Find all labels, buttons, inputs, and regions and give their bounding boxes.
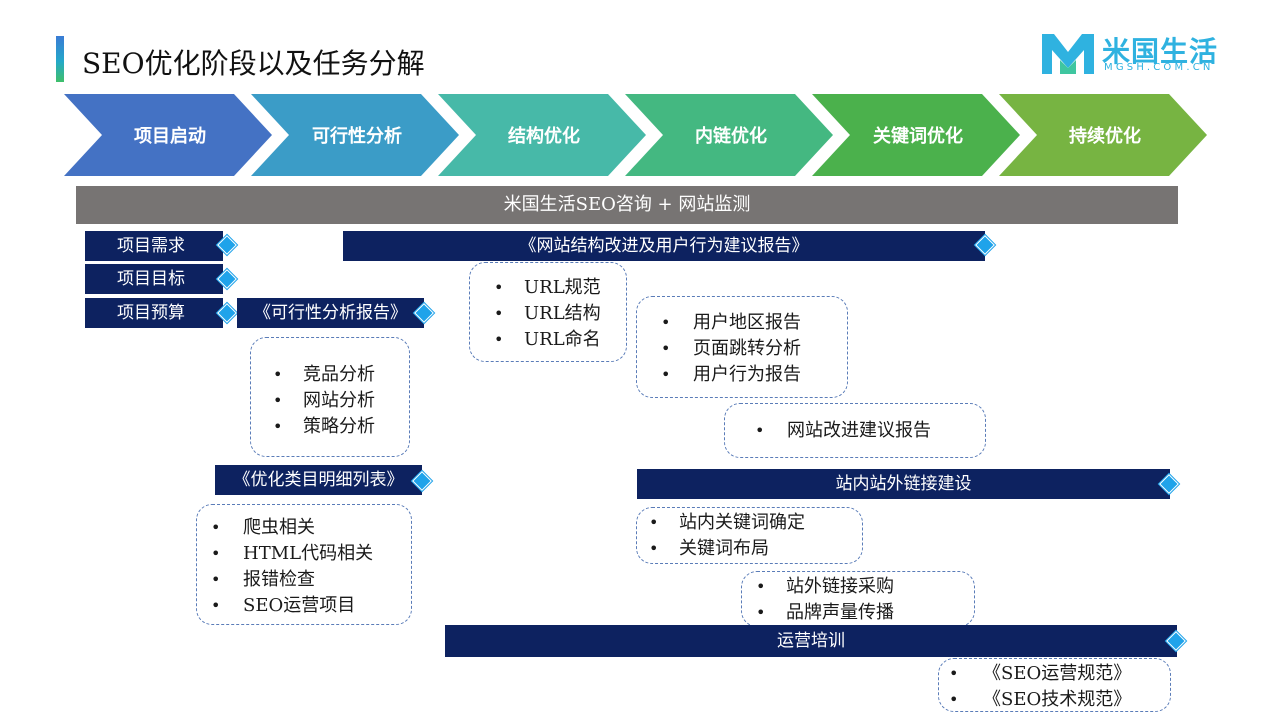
structure-report-bar: 《网站结构改进及用户行为建议报告》 (343, 231, 985, 261)
improvement-report-box: •网站改进建议报告 (724, 403, 986, 458)
external-links-box: •站外链接采购 •品牌声量传播 (741, 571, 975, 627)
phase-label-5: 关键词优化 (873, 126, 963, 147)
list-item: •URL结构 (494, 303, 601, 324)
internal-links-box: •站内关键词确定 •关键词布局 (636, 507, 863, 564)
list-item: •关键词布局 (649, 538, 769, 559)
list-item: •策略分析 (273, 416, 375, 437)
optimization-list-bar: 《优化类目明细列表》 (215, 465, 422, 495)
user-analysis-box: •用户地区报告 •页面跳转分析 •用户行为报告 (636, 296, 848, 398)
consulting-monitoring-bar: 米国生活SEO咨询 + 网站监测 (76, 186, 1178, 224)
list-item: •品牌声量传播 (756, 602, 894, 623)
list-item: •HTML代码相关 (211, 543, 374, 564)
feasibility-report-bar: 《可行性分析报告》 (237, 298, 424, 328)
list-item: •网站改进建议报告 (755, 420, 931, 441)
list-item: •爬虫相关 (211, 517, 315, 538)
list-item: •URL规范 (494, 277, 601, 298)
phase-label-2: 可行性分析 (312, 126, 402, 147)
link-building-bar: 站内站外链接建设 (637, 469, 1170, 499)
list-item: •用户行为报告 (661, 364, 801, 385)
project-item-budget: 项目预算 (85, 298, 223, 328)
list-item: •用户地区报告 (661, 312, 801, 333)
list-item: •URL命名 (494, 329, 601, 350)
list-item: •SEO运营项目 (211, 595, 356, 616)
url-items-box: •URL规范 •URL结构 •URL命名 (469, 262, 627, 362)
title-accent-bar (56, 36, 64, 82)
project-item-requirements: 项目需求 (85, 231, 223, 261)
brand-logo: 米国生活 MGSH.COM.CN (1040, 30, 1250, 78)
list-item: •竞品分析 (273, 364, 375, 385)
list-item: •页面跳转分析 (661, 338, 801, 359)
phase-label-6: 持续优化 (1069, 126, 1141, 147)
logo-brand-cn: 米国生活 (1102, 35, 1219, 68)
operations-training-bar: 运营培训 (445, 625, 1177, 657)
list-item: •报错检查 (211, 569, 315, 590)
project-item-goals: 项目目标 (85, 264, 223, 294)
feasibility-items-box: •竞品分析 •网站分析 •策略分析 (250, 337, 410, 457)
training-docs-box: •《SEO运营规范》 •《SEO技术规范》 (938, 658, 1171, 712)
list-item: •站外链接采购 (756, 576, 894, 597)
logo-m-icon (1042, 34, 1094, 74)
optimization-items-box: •爬虫相关 •HTML代码相关 •报错检查 •SEO运营项目 (196, 504, 412, 625)
page-title: SEO优化阶段以及任务分解 (82, 47, 425, 80)
phase-label-3: 结构优化 (508, 126, 580, 147)
list-item: •站内关键词确定 (649, 512, 805, 533)
list-item: •《SEO技术规范》 (949, 689, 1132, 710)
phase-label-1: 项目启动 (134, 126, 206, 147)
list-item: •《SEO运营规范》 (949, 663, 1132, 684)
phase-label-4: 内链优化 (695, 126, 767, 147)
logo-brand-en: MGSH.COM.CN (1104, 62, 1214, 73)
list-item: •网站分析 (273, 390, 375, 411)
